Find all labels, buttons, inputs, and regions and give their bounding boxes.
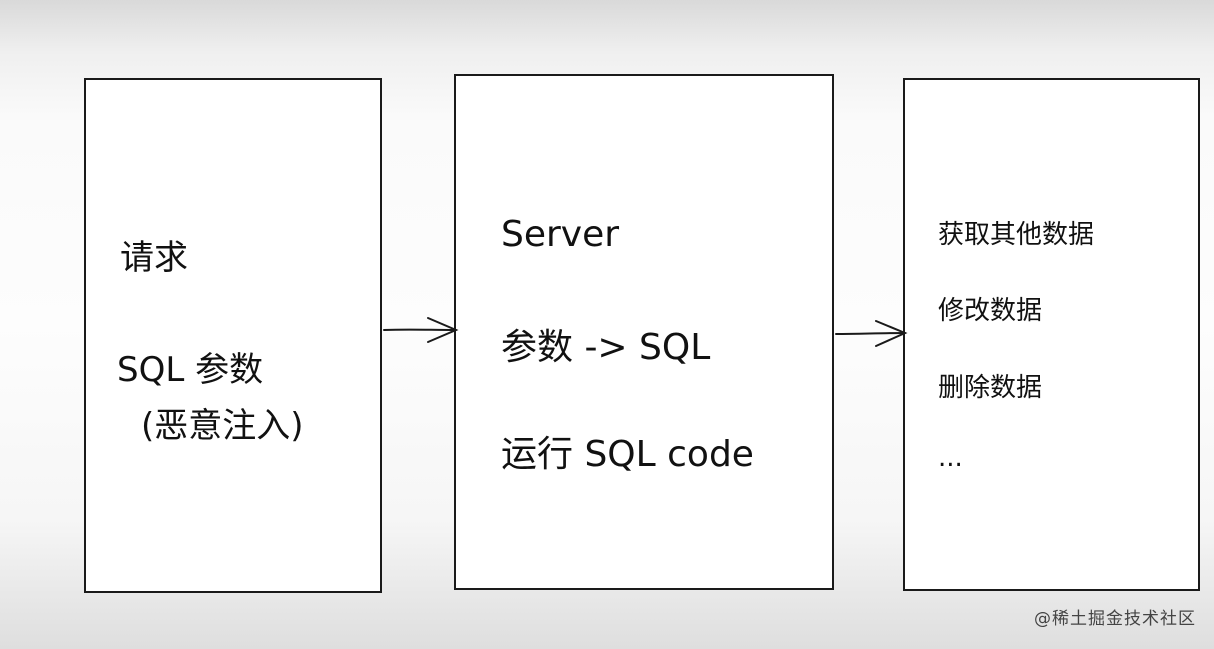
ellipsis-label: ... — [938, 443, 963, 473]
arrow-server-to-outcome — [835, 320, 908, 347]
watermark: @稀土掘金技术社区 — [1034, 609, 1196, 629]
run-sql-code-label: 运行 SQL code — [501, 434, 754, 475]
params-to-sql-label: 参数 -> SQL — [501, 327, 711, 368]
sql-params-label: SQL 参数 — [117, 350, 264, 390]
server-box — [454, 74, 834, 590]
request-box — [84, 78, 382, 593]
arrow-request-to-server — [383, 317, 459, 343]
outcome-box — [903, 78, 1200, 591]
request-label: 请求 — [120, 238, 188, 278]
modify-data-label: 修改数据 — [938, 296, 1043, 326]
delete-data-label: 删除数据 — [938, 373, 1043, 403]
get-other-data-label: 获取其他数据 — [938, 220, 1095, 250]
server-label: Server — [501, 214, 620, 255]
malicious-injection-label: (恶意注入) — [141, 406, 304, 446]
